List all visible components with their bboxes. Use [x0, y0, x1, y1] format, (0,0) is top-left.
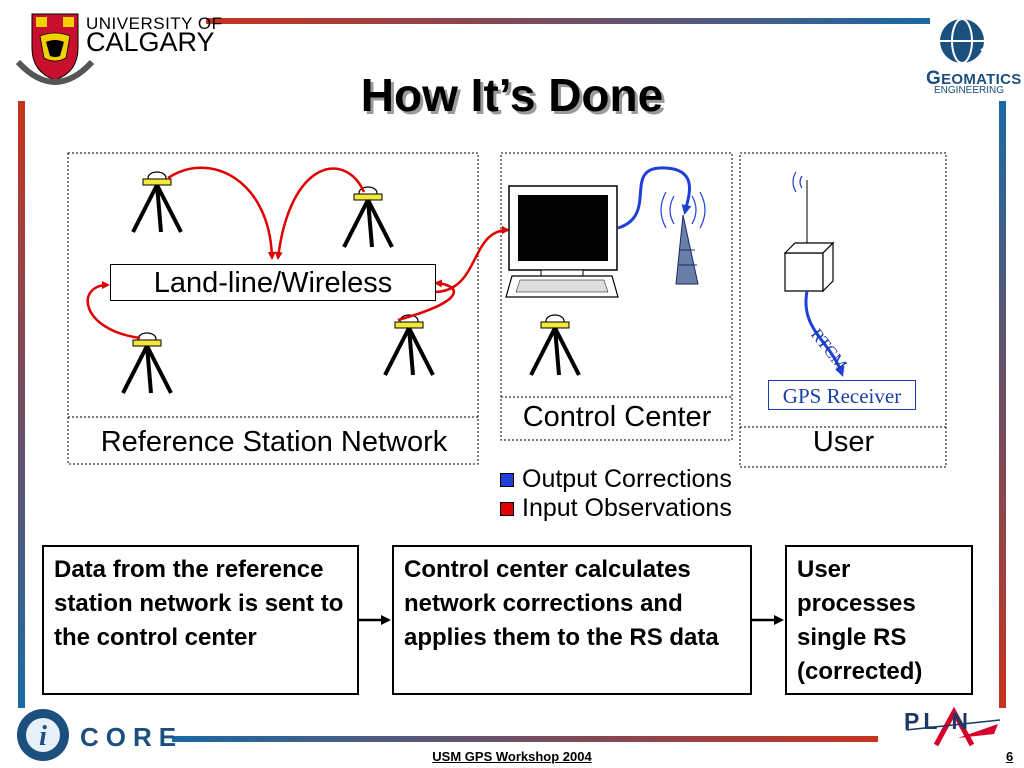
right-accent-bar	[999, 101, 1006, 708]
reference-station-1	[131, 170, 183, 234]
input-observation-arrows	[86, 166, 510, 340]
geomatics-initial: G	[926, 68, 942, 89]
geomatics-globe-logo	[940, 16, 993, 64]
plan-logo	[905, 706, 1001, 747]
flow-step-control-center: Control center calculates network correc…	[392, 545, 752, 695]
user-receiver-box	[783, 180, 835, 293]
user-panel	[739, 152, 947, 468]
output-correction-link	[617, 166, 692, 230]
transmission-tower-icon	[675, 214, 699, 285]
core-wordmark: CORE	[80, 722, 184, 752]
legend-output-label: Output Corrections	[522, 465, 732, 493]
flow-step-user: User processes single RS (corrected)	[785, 545, 973, 695]
rtcm-link	[804, 290, 845, 377]
flow-step-reference-data: Data from the reference station network …	[42, 545, 359, 695]
control-center-label: Control Center	[522, 401, 712, 433]
legend-blue-swatch	[500, 472, 514, 487]
header-accent-bar	[206, 18, 930, 24]
legend-input-label: Input Observations	[522, 494, 732, 522]
page-number: 6	[1006, 749, 1014, 764]
legend-red-swatch	[500, 501, 514, 516]
university-name-line2: CALGARY	[86, 27, 215, 57]
engineering-wordmark: ENGINEERING	[934, 85, 1005, 96]
gps-receiver-label: GPS Receiver	[768, 380, 916, 410]
reference-station-4	[383, 313, 435, 377]
slide-title: How It’s Done	[360, 69, 664, 121]
legend-output-corrections: Output Corrections	[500, 465, 732, 494]
svg-text:i: i	[39, 721, 47, 752]
reference-station-network-label: Reference Station Network	[100, 426, 448, 458]
reference-station-2	[342, 185, 394, 249]
control-center-computer	[505, 185, 619, 298]
control-center-station	[529, 313, 581, 377]
control-center-panel	[500, 152, 733, 441]
core-logo: i	[17, 709, 69, 761]
geomatics-wordmark: GEOMATICS	[926, 68, 1022, 90]
plan-wordmark: PL N	[904, 708, 972, 734]
reference-station-3	[121, 331, 173, 395]
user-waves-icon	[792, 171, 803, 193]
footer-caption: USM GPS Workshop 2004	[432, 749, 592, 764]
university-crest-logo	[15, 13, 95, 85]
broadcast-waves-icon	[660, 191, 706, 229]
geomatics-rest: EOMATICS	[941, 71, 1022, 88]
user-label: User	[812, 426, 875, 458]
legend-input-observations: Input Observations	[500, 494, 732, 523]
university-name-line1: UNIVERSITY OF	[86, 14, 223, 33]
land-line-wireless-box: Land-line/Wireless	[110, 264, 436, 301]
footer-accent-bar	[172, 736, 878, 742]
reference-network-panel	[67, 152, 479, 465]
left-accent-bar	[18, 101, 25, 708]
